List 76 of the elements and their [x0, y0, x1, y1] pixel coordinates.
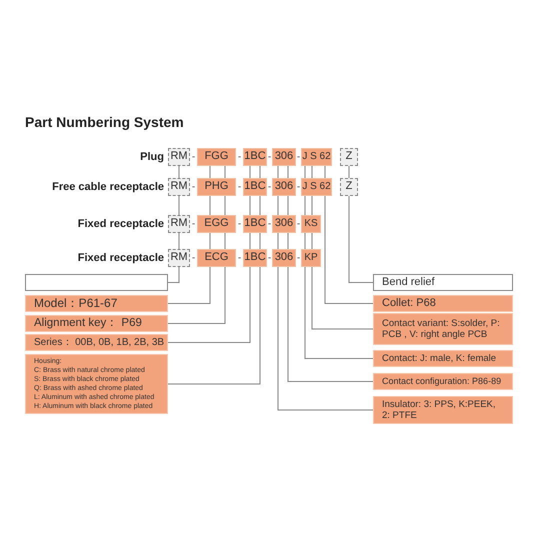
- connector-line: [324, 166, 326, 178]
- code-segment: FGG: [197, 148, 236, 166]
- description-box: Series： 00B, 0B, 1B, 2B, 3B: [25, 334, 168, 351]
- code-segment: 1BC: [243, 178, 267, 196]
- row-label: Plug: [140, 151, 164, 163]
- code-segment: PHG: [197, 178, 236, 196]
- row-label: Fixed receptacle: [78, 218, 164, 230]
- separator-dash: -: [268, 218, 272, 230]
- code-segment: EGG: [197, 215, 236, 233]
- connector-line: [224, 196, 226, 216]
- leader-line: [168, 266, 260, 384]
- code-segment: Z: [340, 178, 358, 196]
- description-box: Model：P61-67: [25, 295, 168, 312]
- description-box: Insulator: 3: PPS, K:PEEK, 2: PTFE: [373, 396, 513, 424]
- separator-dash: -: [238, 182, 242, 192]
- connector-line: [348, 166, 350, 178]
- separator-dash: -: [238, 218, 242, 230]
- diagram-title: Part Numbering System: [25, 114, 184, 130]
- leader-line: [168, 266, 210, 304]
- separator-dash: -: [192, 152, 196, 162]
- connector-line: [304, 166, 306, 178]
- leader-line: [278, 266, 374, 410]
- description-box: [25, 354, 168, 414]
- connector-line: [224, 166, 226, 178]
- leader-line: [304, 266, 374, 359]
- separator-dash: -: [296, 218, 300, 230]
- code-segment: 306: [272, 148, 296, 166]
- leader-line: [324, 196, 374, 304]
- separator-dash: -: [268, 252, 272, 264]
- code-segment: Z: [340, 148, 358, 166]
- code-segment: 1BC: [243, 215, 267, 233]
- code-segment: J S 62: [301, 148, 332, 166]
- description-box: Bend relief: [373, 274, 513, 291]
- separator-dash: -: [296, 252, 300, 264]
- separator-dash: -: [296, 182, 300, 192]
- code-segment: 1BC: [243, 249, 267, 267]
- separator-dash: -: [268, 182, 272, 192]
- leader-line: [312, 266, 374, 330]
- leader-line: [288, 266, 374, 382]
- separator-dash: -: [192, 182, 196, 192]
- code-segment: RM: [168, 249, 190, 267]
- description-box: Contact: J: male, K: female: [373, 350, 513, 367]
- connector-line: [178, 232, 180, 250]
- leader-line: [348, 196, 374, 283]
- separator-dash: -: [192, 252, 196, 264]
- connector-line: [178, 166, 180, 178]
- leader-line: [168, 266, 226, 324]
- connector-line: [178, 196, 180, 216]
- leader-line: [168, 266, 180, 283]
- row-label: Fixed receptacle: [78, 252, 164, 264]
- connector-line: [304, 196, 306, 216]
- leader-line: [168, 266, 250, 343]
- code-segment: RM: [168, 148, 190, 166]
- code-segment: 1BC: [243, 148, 267, 166]
- separator-dash: -: [192, 218, 196, 230]
- description-box: Contact configuration: P86-89: [373, 373, 513, 390]
- code-segment: RM: [168, 178, 190, 196]
- code-segment: KS: [301, 215, 321, 233]
- code-segment: 306: [272, 178, 296, 196]
- connector-line: [304, 232, 306, 250]
- code-segment: 306: [272, 215, 296, 233]
- description-box: Alignment key： P69: [25, 315, 168, 332]
- description-box: Contact variant: S:solder, P: PCB , V: right angle PCB: [373, 313, 513, 345]
- empty-label-box: [25, 274, 168, 291]
- separator-dash: -: [238, 252, 242, 264]
- separator-dash: -: [268, 152, 272, 162]
- code-segment: ECG: [197, 249, 236, 267]
- separator-dash: -: [238, 152, 242, 162]
- connector-line: [224, 232, 226, 250]
- code-segment: KP: [301, 249, 321, 267]
- code-segment: 306: [272, 249, 296, 267]
- separator-dash: -: [296, 152, 300, 162]
- code-segment: RM: [168, 215, 190, 233]
- row-label: Free cable receptacle: [52, 181, 164, 193]
- code-segment: J S 62: [301, 178, 332, 196]
- description-box: Collet: P68: [373, 295, 513, 312]
